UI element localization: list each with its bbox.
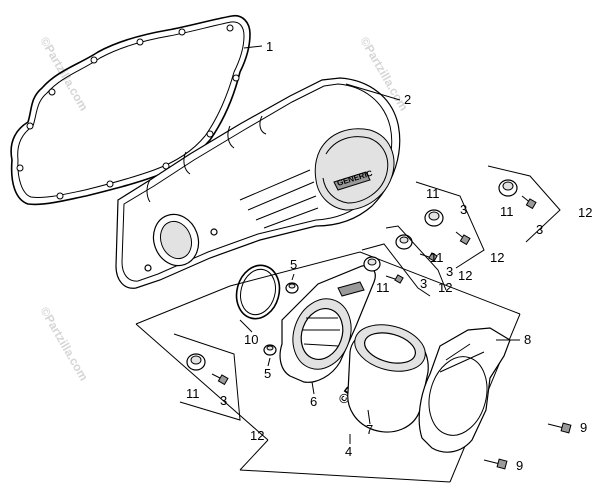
callout-mount-d-grommet: 11 <box>376 280 390 295</box>
callout-labels: 1 2 4 5 5 6 7 8 9 9 10 11 3 12 11 3 12 1… <box>186 39 592 473</box>
watermark-top-left: ©Partzilla.com <box>37 35 91 114</box>
bushing-upper <box>285 282 299 294</box>
bolt-upper <box>547 422 572 434</box>
callout-mount-d-collar: 3 <box>420 276 427 291</box>
callout-bushing-lower: 5 <box>264 366 271 381</box>
bolt-lower <box>483 458 508 470</box>
callout-mount-c-bolt: 12 <box>458 268 472 283</box>
intake-duct <box>279 265 376 383</box>
callout-mount-e-grommet: 11 <box>186 386 200 401</box>
mount-b <box>415 181 485 269</box>
mount-c <box>385 225 447 291</box>
callout-inner-cover: 4 <box>345 444 352 459</box>
watermark-bottom-left: ©Partzilla.com <box>37 305 91 384</box>
callout-mount-e-bolt: 12 <box>250 428 264 443</box>
callout-o-ring: 10 <box>244 332 258 347</box>
callout-mount-b-grommet: 11 <box>426 186 440 201</box>
callout-mount-a-collar: 3 <box>536 222 543 237</box>
callout-mount-a-bolt: 12 <box>578 205 592 220</box>
callout-mount-b-bolt: 12 <box>490 250 504 265</box>
callout-mount-c-grommet: 11 <box>430 250 444 265</box>
callout-gasket: 1 <box>266 39 273 54</box>
callout-mount-c-collar: 3 <box>446 264 453 279</box>
mount-e <box>173 333 241 421</box>
callout-bolt-lower: 9 <box>516 458 523 473</box>
callout-mount-d-bolt: 12 <box>438 280 452 295</box>
mount-d <box>361 243 431 297</box>
mount-a <box>487 165 561 243</box>
leader-lines <box>239 45 520 444</box>
callout-crankcase-cover: 2 <box>404 92 411 107</box>
filter-element <box>347 324 429 433</box>
bushing-lower <box>263 344 277 356</box>
callout-mount-b-collar: 3 <box>460 202 467 217</box>
callout-bolt-upper: 9 <box>580 420 587 435</box>
callout-filter-element: 7 <box>366 422 373 437</box>
callout-outer-cover: 8 <box>524 332 531 347</box>
callout-mount-a-grommet: 11 <box>500 204 514 219</box>
outer-cover <box>418 327 511 453</box>
o-ring <box>235 264 281 320</box>
callout-mount-e-collar: 3 <box>220 393 227 408</box>
crankcase-cover: GENERIC <box>115 77 401 289</box>
callout-intake-duct: 6 <box>310 394 317 409</box>
callout-bushing-upper: 5 <box>290 257 297 272</box>
